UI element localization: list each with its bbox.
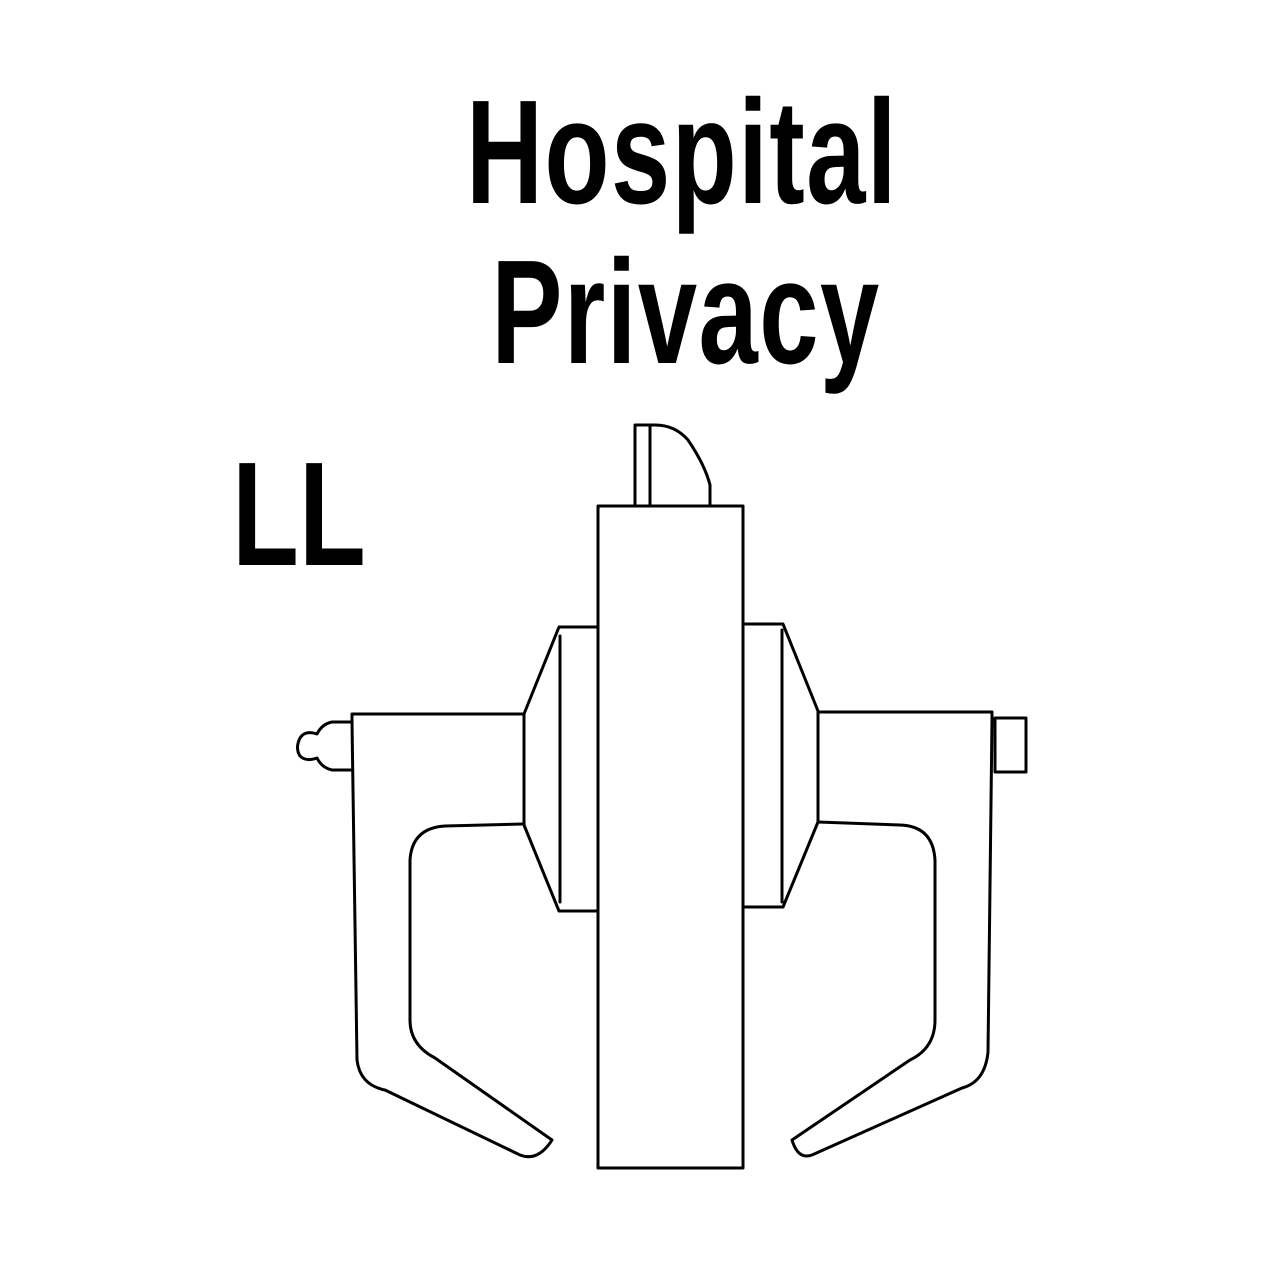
thumbturn-icon: [633, 423, 712, 507]
left-lever-handle: [350, 712, 554, 1159]
right-lever-stub: [993, 716, 1028, 774]
chassis-body: [596, 504, 745, 1170]
title-privacy: Privacy: [491, 230, 881, 395]
right-rose: [742, 622, 820, 909]
title-hospital: Hospital: [466, 70, 898, 235]
function-code-label: LL: [232, 432, 366, 597]
left-rose: [522, 625, 599, 913]
right-lever-handle: [790, 710, 994, 1158]
emergency-release-icon: [296, 720, 354, 772]
